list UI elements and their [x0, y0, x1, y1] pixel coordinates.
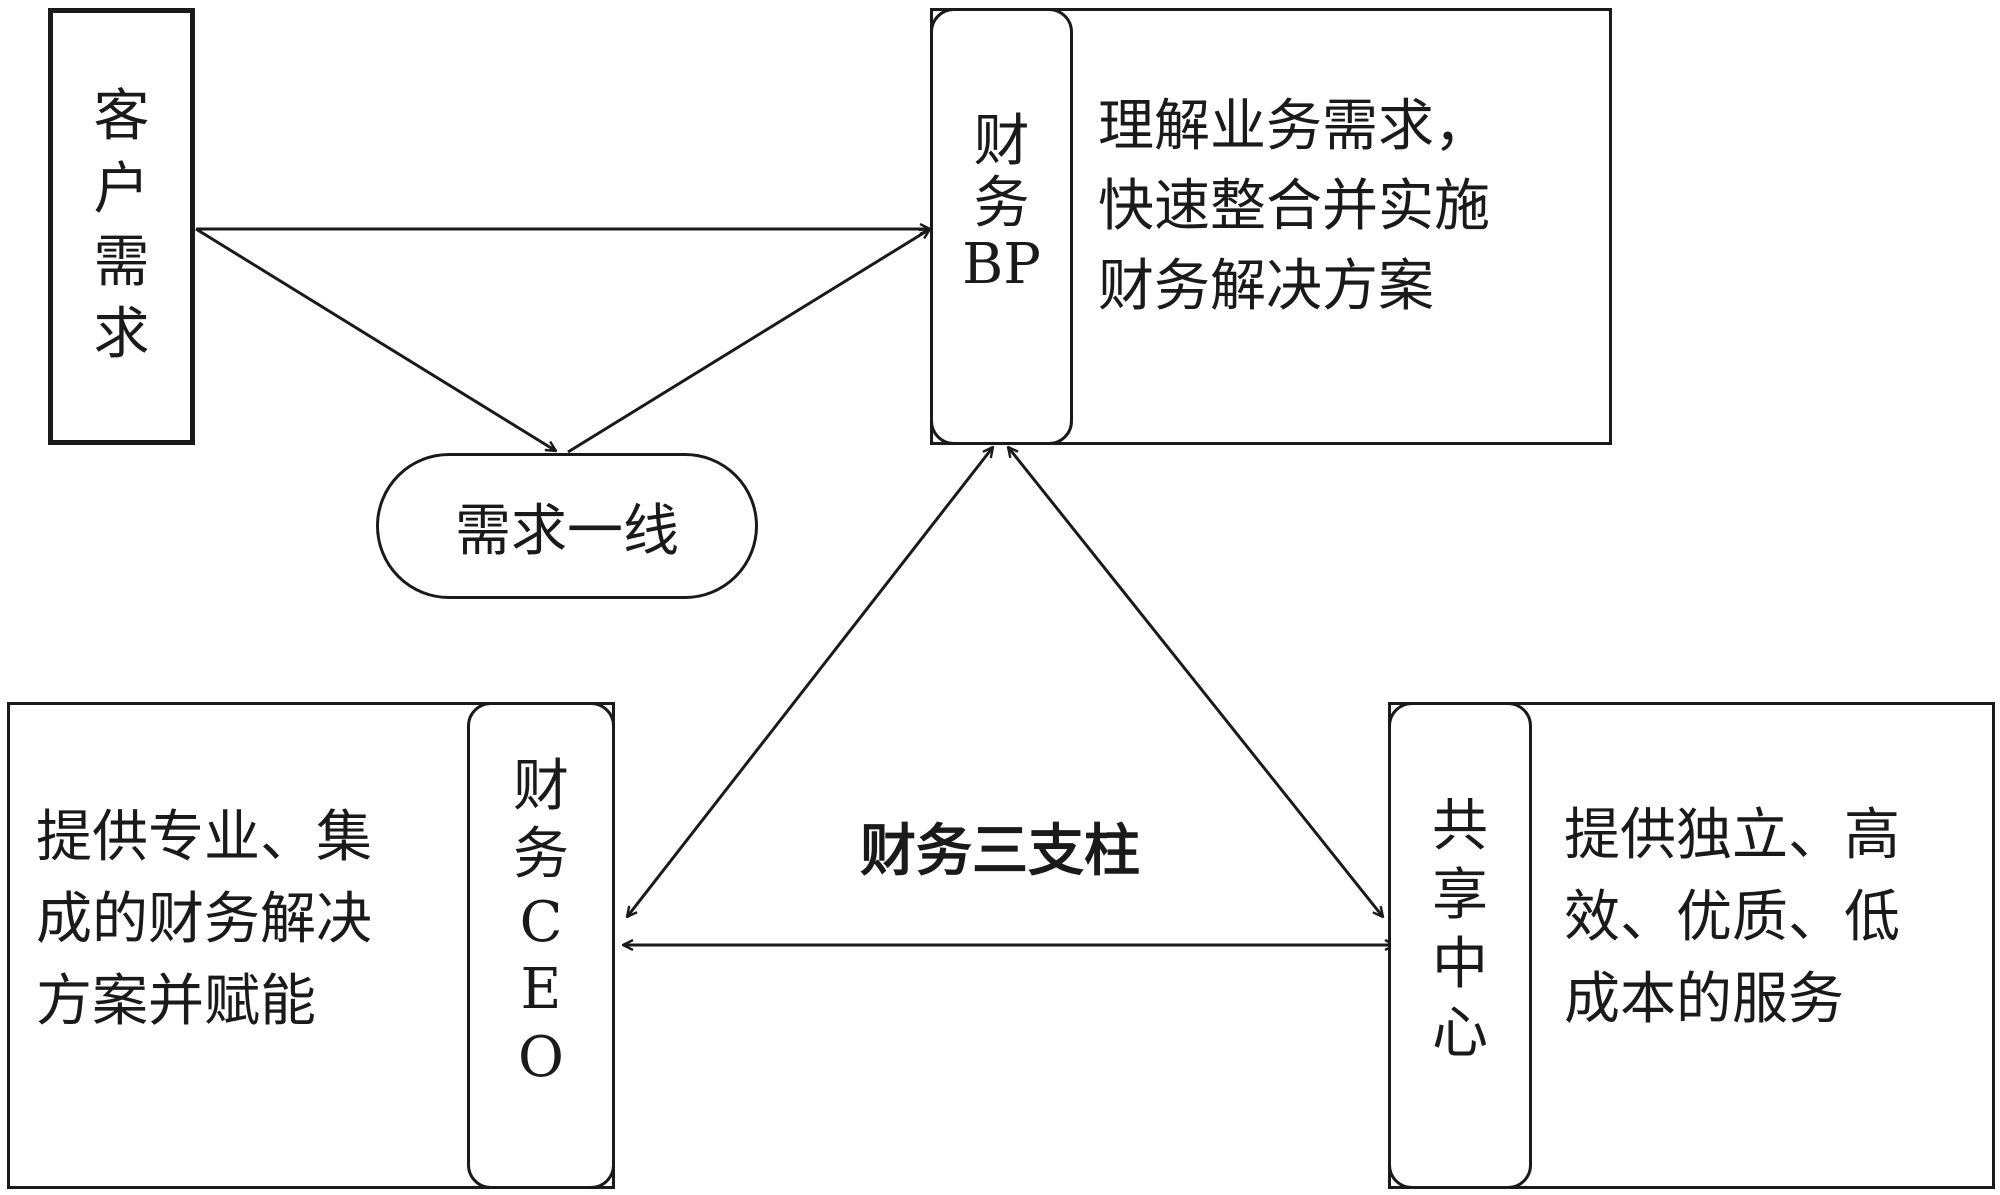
finance-ceo-description: 提供专业、集 成的财务解决 方案并赋能 — [36, 805, 372, 1034]
shared-center-description: 提供独立、高 效、优质、低 成本的服务 — [1564, 803, 1900, 1032]
frontline-label: 需求一线 — [455, 498, 679, 564]
shared-center-tag: 共 享 中 心 — [1388, 702, 1532, 1189]
finance-bp-description: 理解业务需求， 快速整合并实施 财务解决方案 — [1098, 94, 1490, 320]
finance-ceo-tag: 财 务 C E O — [467, 702, 615, 1189]
arrow-frontline-to-bp — [567, 229, 930, 454]
arrow-bp-shared-center — [1008, 447, 1383, 917]
arrow-bp-ceo — [627, 447, 993, 917]
frontline-pill: 需求一线 — [376, 453, 758, 599]
finance-bp-tag: 财 务 BP — [930, 8, 1073, 445]
center-title: 财务三支柱 — [860, 819, 1140, 884]
arrow-customer-to-frontline — [195, 227, 556, 451]
customer-demand-box: 客 户 需 求 — [48, 8, 195, 445]
customer-demand-label: 客 户 需 求 — [93, 83, 150, 368]
